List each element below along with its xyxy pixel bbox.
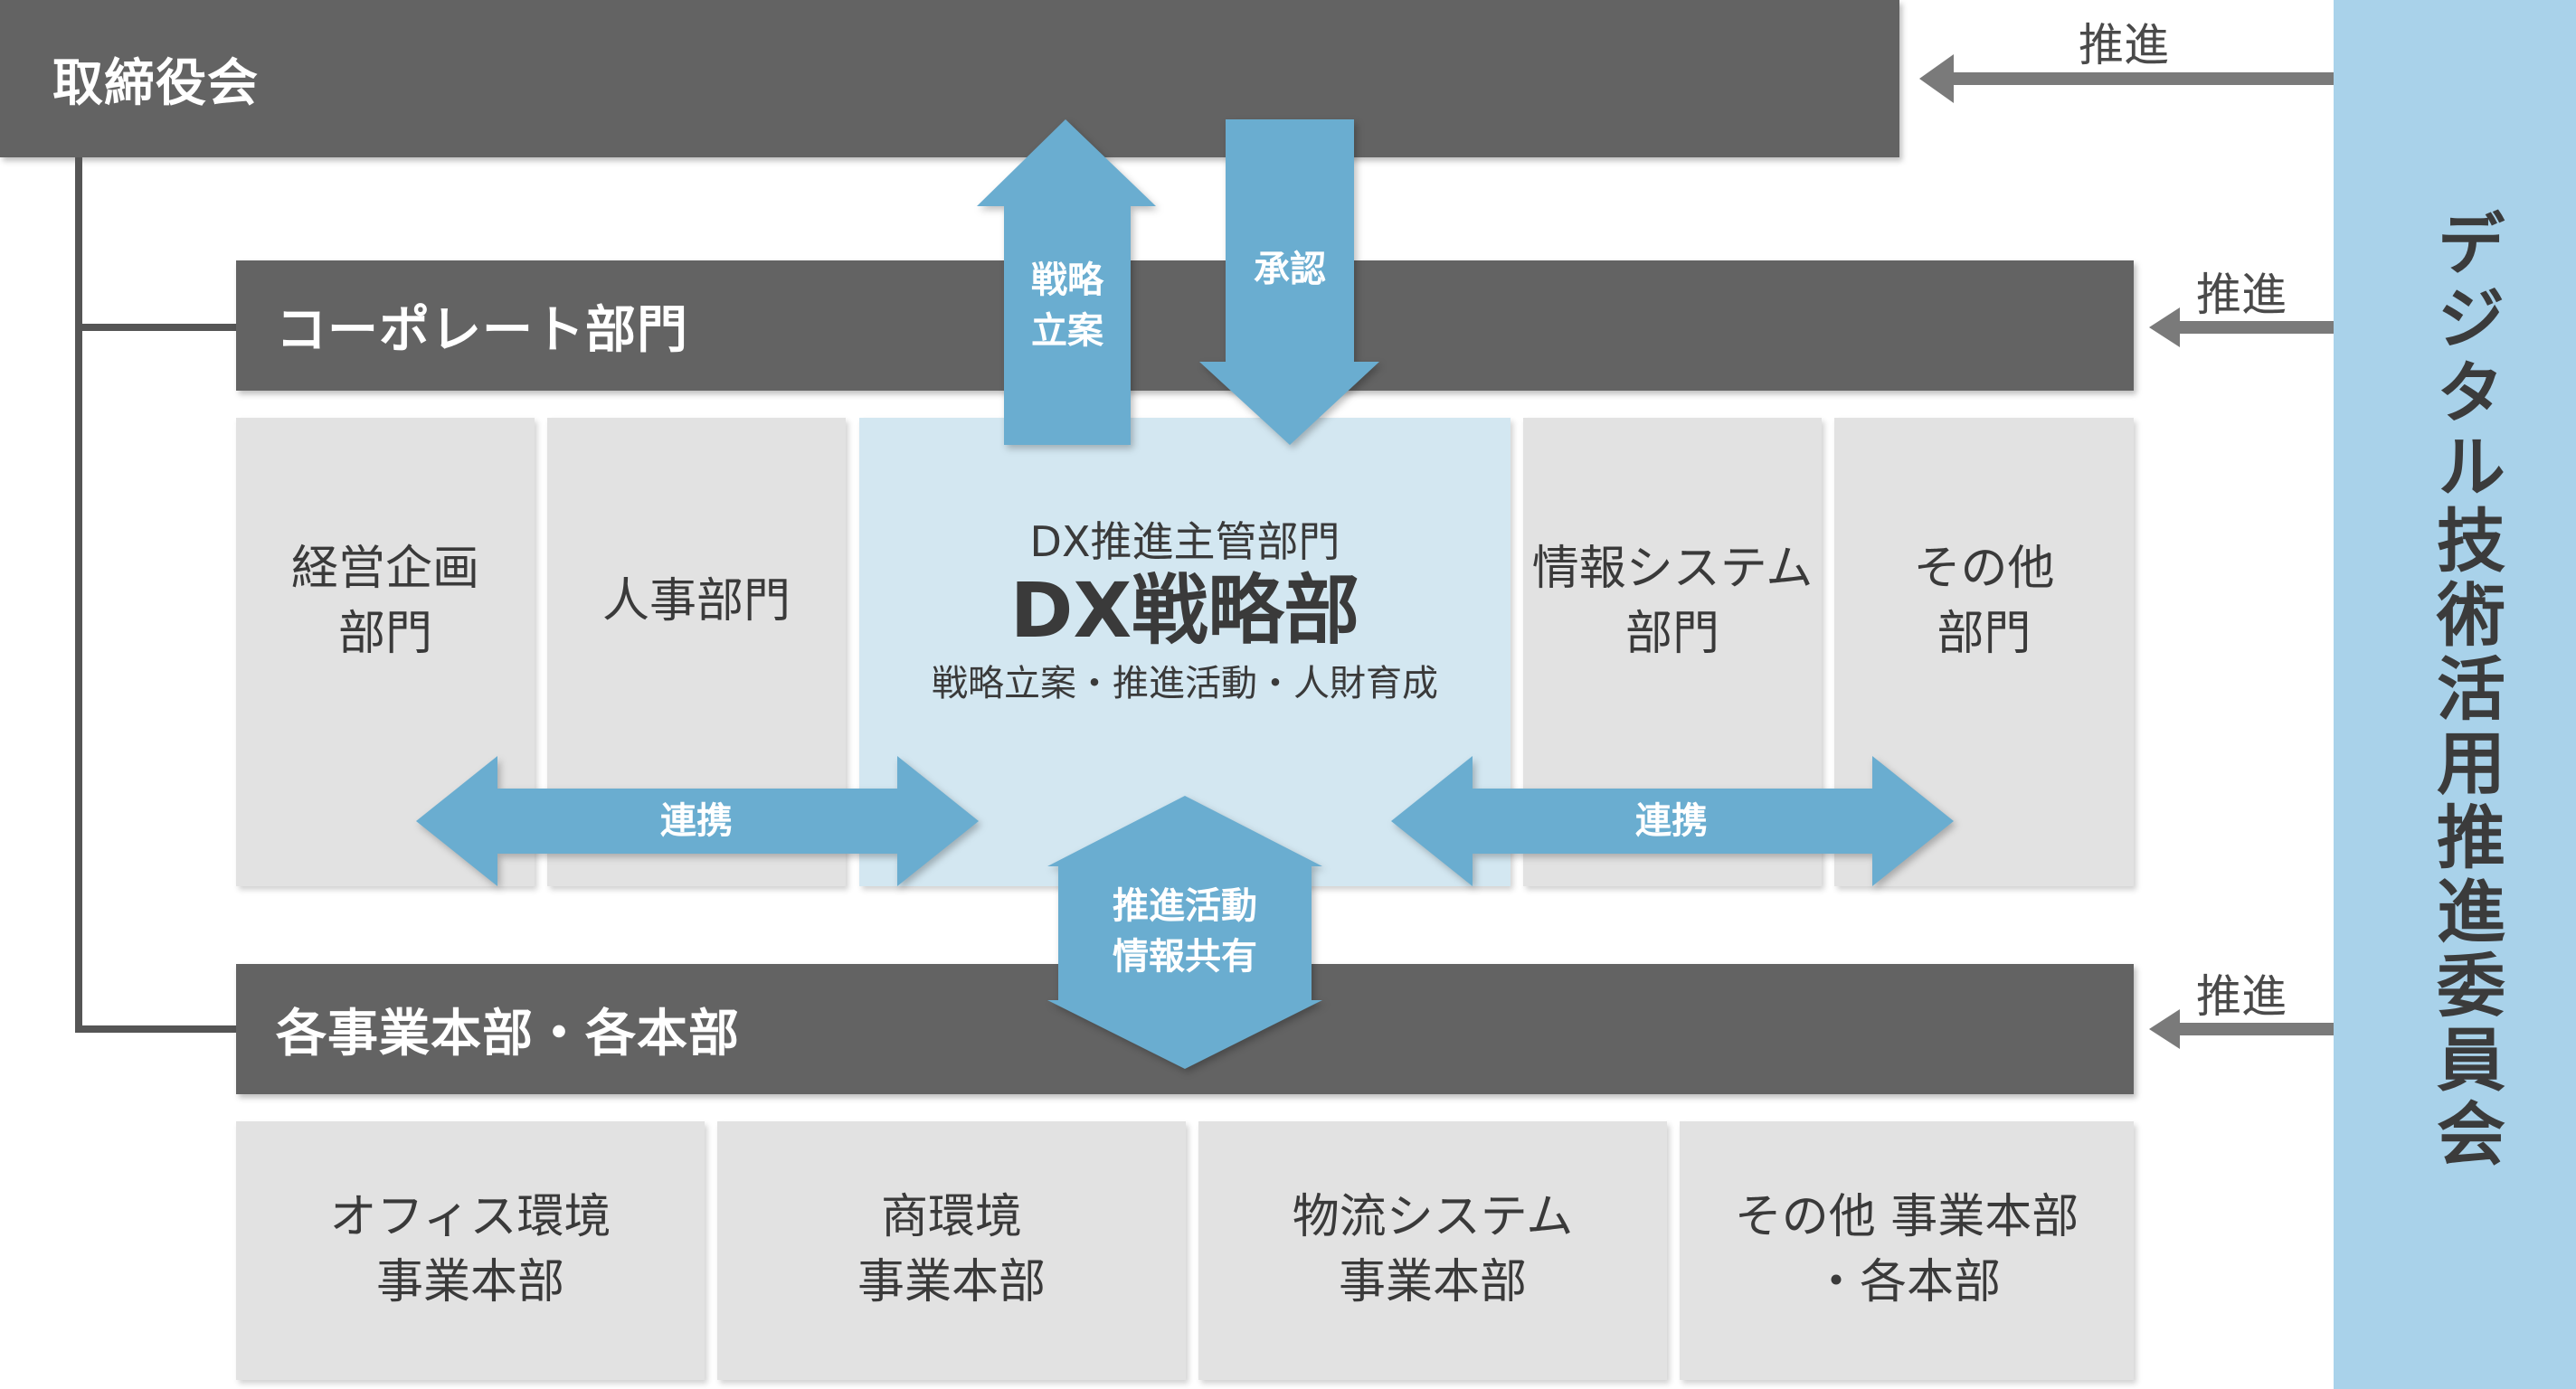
- unit-other-corporate-line2: 部門: [1937, 607, 2031, 661]
- board-bar: 取締役会: [0, 0, 1899, 157]
- unit-commerce-env-line1: 商環境: [880, 1190, 1022, 1245]
- unit-commerce-env: 商環境 事業本部: [717, 1121, 1186, 1380]
- promote-arrow-bottom-shaft: [2178, 1023, 2334, 1035]
- unit-other-business-line2: ・各本部: [1812, 1255, 2001, 1309]
- collab-left-label: 連携: [660, 800, 733, 842]
- promote-arrow-top-head: [1919, 54, 1954, 103]
- promotion-sharing-arrow: [1047, 796, 1322, 1069]
- business-title: 各事業本部・各本部: [276, 1004, 740, 1063]
- approval-arrow: [1199, 119, 1379, 445]
- unit-logistics-line2: 事業本部: [1338, 1255, 1527, 1309]
- unit-management-planning-line1: 経営企画: [290, 542, 479, 597]
- strategy-planning-label-line2: 立案: [1031, 310, 1103, 352]
- dx-name: DX戦略部: [1009, 566, 1360, 656]
- committee-panel: デジタル技術活用推進委員会: [2334, 0, 2576, 1389]
- collab-left-arrow: [416, 756, 979, 886]
- unit-logistics: 物流システム 事業本部: [1198, 1121, 1667, 1380]
- board-title: 取締役会: [52, 53, 259, 113]
- unit-commerce-env-line2: 事業本部: [857, 1255, 1046, 1309]
- committee-title: デジタル技術活用推進委員会: [2425, 208, 2505, 1172]
- strategy-planning-label-line1: 戦略: [1031, 260, 1103, 301]
- dx-strategy-box: DX推進主管部門 DX戦略部 戦略立案・推進活動・人財育成: [859, 418, 1511, 886]
- unit-info-system-line2: 部門: [1624, 607, 1719, 661]
- promote-arrow-bottom-head: [2149, 1009, 2180, 1049]
- strategy-planning-arrow: [977, 119, 1156, 445]
- unit-other-business-line1: その他 事業本部: [1734, 1190, 2079, 1245]
- collab-right-arrow: [1391, 756, 1954, 886]
- promote-arrow-middle-head: [2149, 307, 2180, 347]
- promotion-sharing-label-line1: 推進活動: [1113, 885, 1257, 927]
- unit-hr-line1: 人事部門: [601, 574, 791, 629]
- promote-arrow-middle-shaft: [2178, 321, 2334, 334]
- unit-other-business: その他 事業本部 ・各本部: [1680, 1121, 2134, 1380]
- unit-logistics-line1: 物流システム: [1292, 1190, 1574, 1245]
- collab-right-label: 連携: [1635, 800, 1708, 842]
- promote-arrow-top-shaft: [1954, 72, 2334, 85]
- strategy-planning-label: 戦略 立案: [1004, 255, 1131, 356]
- promotion-sharing-label: 推進活動 情報共有: [1058, 881, 1312, 982]
- dx-roles: 戦略立案・推進活動・人財育成: [932, 662, 1438, 704]
- promote-label-top: 推進: [2079, 19, 2169, 71]
- connector-vertical: [75, 157, 82, 1033]
- corporate-title: コーポレート部門: [276, 300, 688, 360]
- unit-management-planning-line2: 部門: [337, 607, 432, 661]
- connector-business: [75, 1025, 236, 1033]
- promote-label-bottom: 推進: [2196, 970, 2287, 1023]
- unit-office-env-line1: オフィス環境: [329, 1190, 611, 1245]
- unit-office-env-line2: 事業本部: [375, 1255, 564, 1309]
- promote-label-middle: 推進: [2196, 269, 2287, 321]
- promotion-sharing-label-line2: 情報共有: [1113, 936, 1257, 978]
- connector-corporate: [75, 324, 236, 331]
- approval-label: 承認: [1254, 249, 1326, 290]
- unit-other-corporate-line1: その他: [1913, 542, 2055, 597]
- unit-info-system-line1: 情報システム: [1531, 542, 1814, 597]
- unit-office-env: オフィス環境 事業本部: [236, 1121, 705, 1380]
- dx-subtitle: DX推進主管部門: [1029, 517, 1340, 566]
- corporate-bar: コーポレート部門: [236, 260, 2134, 391]
